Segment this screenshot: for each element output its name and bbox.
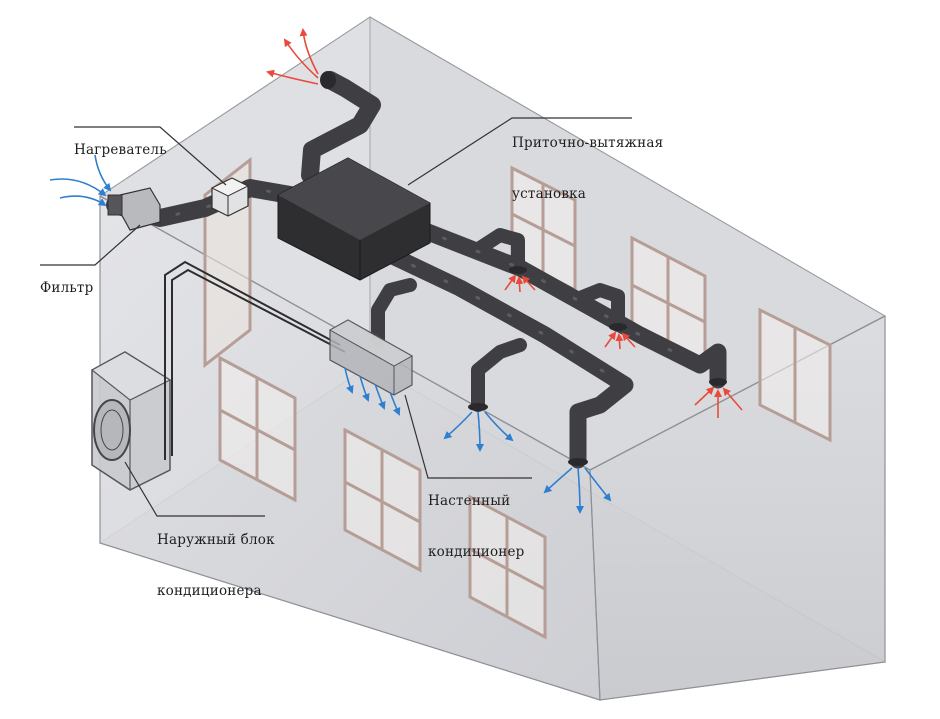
window-front-2 [343,427,422,573]
extract-grille-1 [509,266,527,274]
leader-lines [40,117,632,517]
label-wall-ac-line2: кондиционер [428,544,525,560]
airflow-arrows [49,28,743,514]
extract-grille-3 [709,378,727,386]
leader-wall-ac [404,394,532,479]
leader-outdoor [124,461,265,517]
leader-filter [40,224,141,266]
extract-branch-1 [473,228,525,275]
window-front-3 [468,494,547,640]
label-outdoor-line1: Наружный блок [157,532,275,548]
label-air-handling-unit: Приточно-вытяжная установка [512,101,663,237]
extract-branch-2 [568,283,625,332]
label-outdoor-unit: Наружный блок кондиционера [157,498,275,634]
refrigerant-lines [164,260,346,460]
heater-box [210,177,250,217]
leader-ahu [407,117,632,186]
label-heater: Нагреватель [74,108,167,193]
extract-grille-2 [609,323,627,331]
label-heater-text: Нагреватель [74,142,167,158]
supply-branch-1 [471,338,527,412]
window-back-3 [758,307,832,443]
label-wall-ac: Настенный кондиционер [428,459,525,595]
exhaust-riser-duct [301,71,381,184]
label-outdoor-line2: кондиционера [157,583,262,599]
wall-ac-unit [328,319,414,396]
supply-branch-2 [371,278,417,347]
label-ahu-line1: Приточно-вытяжная [512,135,664,151]
window-front-1 [218,355,297,503]
air-handling-unit [277,157,431,281]
supply-duct-lower [371,241,634,469]
label-wall-ac-line1: Настенный [428,493,511,509]
label-ahu-line2: установка [512,186,587,202]
supply-diffuser-1 [468,403,488,411]
leader-heater [74,126,227,186]
label-filter: Фильтр [40,246,93,331]
grilles [320,71,727,466]
roof-outlet [320,71,336,89]
filter-box [107,187,161,231]
outdoor-ac-unit [90,351,172,491]
windows [203,156,832,640]
supply-diffuser-2 [568,458,588,466]
label-filter-text: Фильтр [40,280,94,296]
